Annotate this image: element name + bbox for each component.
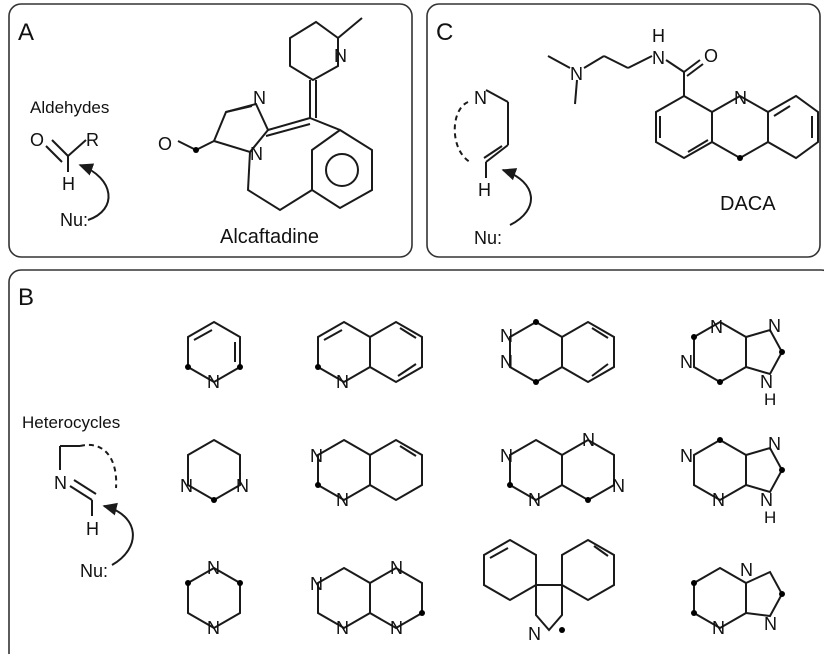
pteridine-n3: N — [390, 558, 403, 578]
phenanthridine-n: N — [528, 624, 541, 644]
c-pyridine-h: H — [478, 180, 491, 200]
panel-a-border — [8, 3, 413, 258]
pyridine — [185, 320, 243, 384]
aldehyde-o: O — [30, 130, 44, 150]
imidazopyrimidine-n2: N — [712, 618, 725, 638]
daca-o: O — [704, 46, 718, 66]
pyrimidine — [187, 438, 241, 503]
pyrazine — [185, 566, 243, 630]
phenanthridine — [483, 538, 615, 633]
purine-1-n3: N — [768, 316, 781, 336]
purine-2-n2: N — [712, 490, 725, 510]
imidazopyrimidine-n3: N — [764, 614, 777, 634]
pyridine-fragment — [453, 89, 532, 226]
pyrimidopyrimidine-n2: N — [528, 490, 541, 510]
pteridine — [317, 566, 425, 630]
purine-2 — [693, 437, 785, 502]
pyrimidopyrimidine — [507, 438, 615, 503]
pyrimidopyrimidine-n4: N — [612, 476, 625, 496]
daca-label: DACA — [720, 193, 776, 215]
panel-a: A Aldehydes O R H Nu: — [8, 3, 413, 258]
panel-b: B Heterocycles N H Nu: N — [8, 269, 824, 654]
quinazoline — [315, 438, 423, 502]
panel-b-letter: B — [18, 284, 34, 311]
pyrimidine-n1: N — [180, 476, 193, 496]
pyrazine-n2: N — [207, 618, 220, 638]
pyridine-n: N — [207, 372, 220, 392]
pyrimidine-n2: N — [236, 476, 249, 496]
purine-1-n1: N — [710, 317, 723, 337]
aldehyde-structure — [45, 139, 110, 221]
purine-2-h: H — [764, 508, 776, 527]
panel-c: C N H Nu: — [426, 3, 821, 258]
alcaftadine-n-piperidine: N — [334, 46, 347, 66]
daca-n-amine: N — [570, 64, 583, 84]
pteridine-n1: N — [310, 574, 323, 594]
panel-c-border — [426, 3, 821, 258]
aldehyde-h: H — [62, 174, 75, 194]
purine-1 — [691, 320, 785, 385]
c-nucleophile-arrow — [501, 168, 532, 226]
quinoline-n: N — [336, 372, 349, 392]
purine-2-n3: N — [768, 434, 781, 454]
panel-b-border — [8, 269, 824, 654]
alcaftadine-structure — [177, 17, 373, 212]
nucleophile-arrow — [78, 163, 110, 221]
quinazoline-n1: N — [310, 446, 323, 466]
panel-a-letter: A — [18, 19, 34, 46]
quinazoline-n2: N — [336, 490, 349, 510]
pteridine-n4: N — [390, 618, 403, 638]
b-fragment-nu: Nu: — [80, 561, 108, 581]
panel-c-letter: C — [436, 19, 453, 46]
imidazopyrimidine — [691, 566, 785, 630]
pteridine-n2: N — [336, 618, 349, 638]
c-nu: Nu: — [474, 228, 502, 248]
purine-1-h: H — [764, 390, 776, 409]
purine-1-n2: N — [680, 352, 693, 372]
b-fragment-n: N — [54, 473, 67, 493]
alcaftadine-o: O — [158, 134, 172, 154]
c-pyridine-n: N — [474, 88, 487, 108]
phthalazine-n2: N — [500, 352, 513, 372]
purine-2-nh: N — [760, 490, 773, 510]
daca-n-amide: N — [652, 48, 665, 68]
b-fragment-h: H — [86, 519, 99, 539]
purine-1-nh: N — [760, 372, 773, 392]
heterocycle-fragment — [59, 443, 134, 566]
pyrazine-n1: N — [207, 558, 220, 578]
alcaftadine-n-ring: N — [250, 144, 263, 164]
aldehyde-r: R — [86, 130, 99, 150]
imidazopyrimidine-n1: N — [740, 560, 753, 580]
alcaftadine-n-imidazole: N — [253, 88, 266, 108]
quinoline — [315, 320, 423, 384]
pyrimidopyrimidine-n3: N — [582, 430, 595, 450]
aldehydes-label: Aldehydes — [30, 98, 109, 117]
b-nucleophile-arrow — [102, 502, 134, 566]
heterocycles-label: Heterocycles — [22, 413, 120, 432]
alcaftadine-label: Alcaftadine — [220, 226, 319, 248]
purine-2-n1: N — [680, 446, 693, 466]
aldehyde-nu: Nu: — [60, 210, 88, 230]
daca-n-ring: N — [734, 88, 747, 108]
phthalazine-n1: N — [500, 326, 513, 346]
pyrimidopyrimidine-n1: N — [500, 446, 513, 466]
daca-structure — [547, 55, 819, 161]
daca-n-amide-h: H — [652, 26, 665, 46]
phthalazine — [509, 319, 615, 385]
